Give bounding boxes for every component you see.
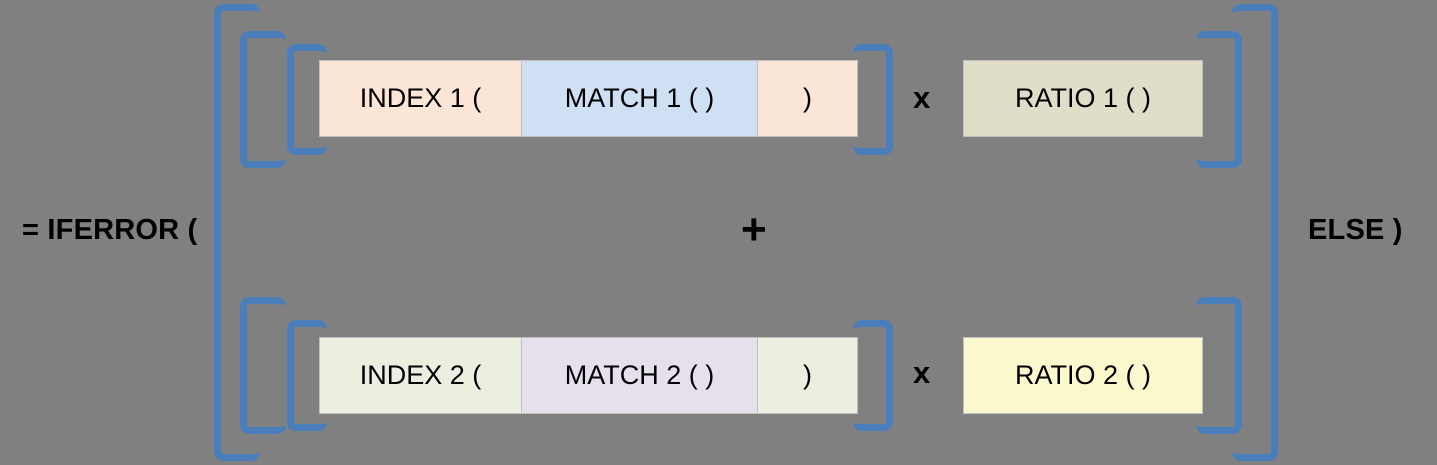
multiply-operator-1: x (913, 80, 931, 115)
ratio-1-box[interactable]: RATIO 1 ( ) (963, 60, 1203, 137)
match-1-box[interactable]: MATCH 1 ( ) (521, 60, 758, 137)
else-suffix-label: ELSE ) (1308, 214, 1403, 246)
outer-bracket-open (214, 4, 260, 461)
ratio-2-box[interactable]: RATIO 2 ( ) (963, 337, 1203, 414)
index-match-group-1: INDEX 1 ( MATCH 1 ( ) ) (319, 60, 858, 137)
index-2-box[interactable]: INDEX 2 ( (319, 337, 522, 414)
index-match-1-bracket-close (853, 44, 893, 155)
term-2-bracket-open (240, 297, 286, 434)
term-1-bracket-open (240, 31, 286, 168)
index-match-group-2: INDEX 2 ( MATCH 2 ( ) ) (319, 337, 858, 414)
match-2-box[interactable]: MATCH 2 ( ) (521, 337, 758, 414)
index-1-box[interactable]: INDEX 1 ( (319, 60, 522, 137)
index-match-2-bracket-close (853, 320, 893, 431)
iferror-prefix-label: = IFERROR ( (22, 214, 198, 246)
outer-bracket-close (1232, 4, 1278, 461)
plus-operator: + (741, 205, 767, 254)
index-2-close-paren-box[interactable]: ) (757, 337, 858, 414)
index-1-close-paren-box[interactable]: ) (757, 60, 858, 137)
multiply-operator-2: x (913, 355, 931, 390)
